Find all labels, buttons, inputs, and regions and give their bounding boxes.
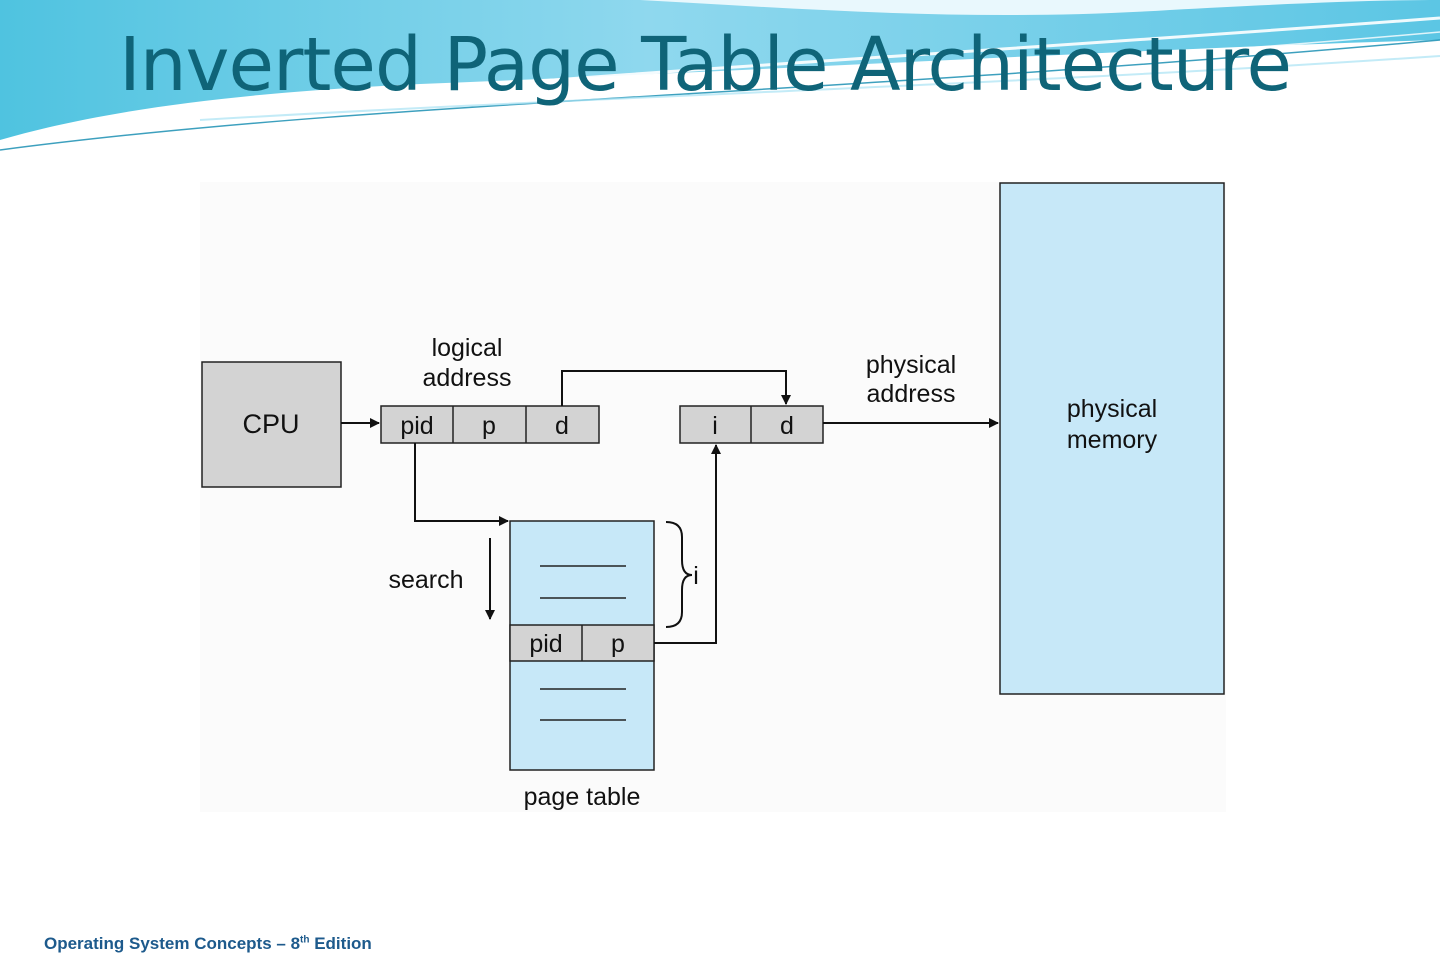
- physical-memory-label-line1: physical: [1067, 395, 1157, 423]
- index-brace: [665, 521, 693, 628]
- footer-suffix: Edition: [309, 934, 372, 953]
- physical-address-label-line2: address: [867, 380, 956, 408]
- index-brace-label: i: [693, 562, 699, 590]
- footer-superscript: th: [300, 934, 310, 946]
- cpu-label: CPU: [242, 409, 299, 439]
- logical-field-p: p: [482, 412, 496, 440]
- logical-address-register: [380, 405, 600, 444]
- page-table-entry-p: p: [611, 630, 625, 658]
- cpu-box: [201, 361, 342, 488]
- physical-field-i: i: [712, 412, 718, 440]
- logical-address-label-line1: logical: [432, 334, 503, 362]
- physical-memory-box: [999, 182, 1225, 695]
- logical-field-pid: pid: [400, 412, 433, 440]
- physical-memory-label-line2: memory: [1067, 426, 1158, 454]
- footer-text: Operating System Concepts – 8: [44, 934, 301, 953]
- page-table-entry-pid: pid: [529, 630, 562, 658]
- logical-address-label-line2: address: [423, 364, 512, 392]
- physical-address-label-line1: physical: [866, 351, 956, 379]
- search-label: search: [388, 566, 463, 594]
- footer: Operating System Concepts – 8th Edition: [44, 934, 372, 954]
- offset-arrow: [561, 370, 791, 406]
- pid-to-page-table-arrow: [414, 443, 509, 526]
- entry-index-to-physical-arrow: [654, 444, 721, 644]
- slide-title: Inverted Page Table Architecture: [118, 22, 1292, 108]
- header-swoosh-decoration: [0, 0, 1440, 151]
- logical-field-d: d: [555, 412, 569, 440]
- page-table-label: page table: [524, 783, 641, 811]
- physical-field-d: d: [780, 412, 794, 440]
